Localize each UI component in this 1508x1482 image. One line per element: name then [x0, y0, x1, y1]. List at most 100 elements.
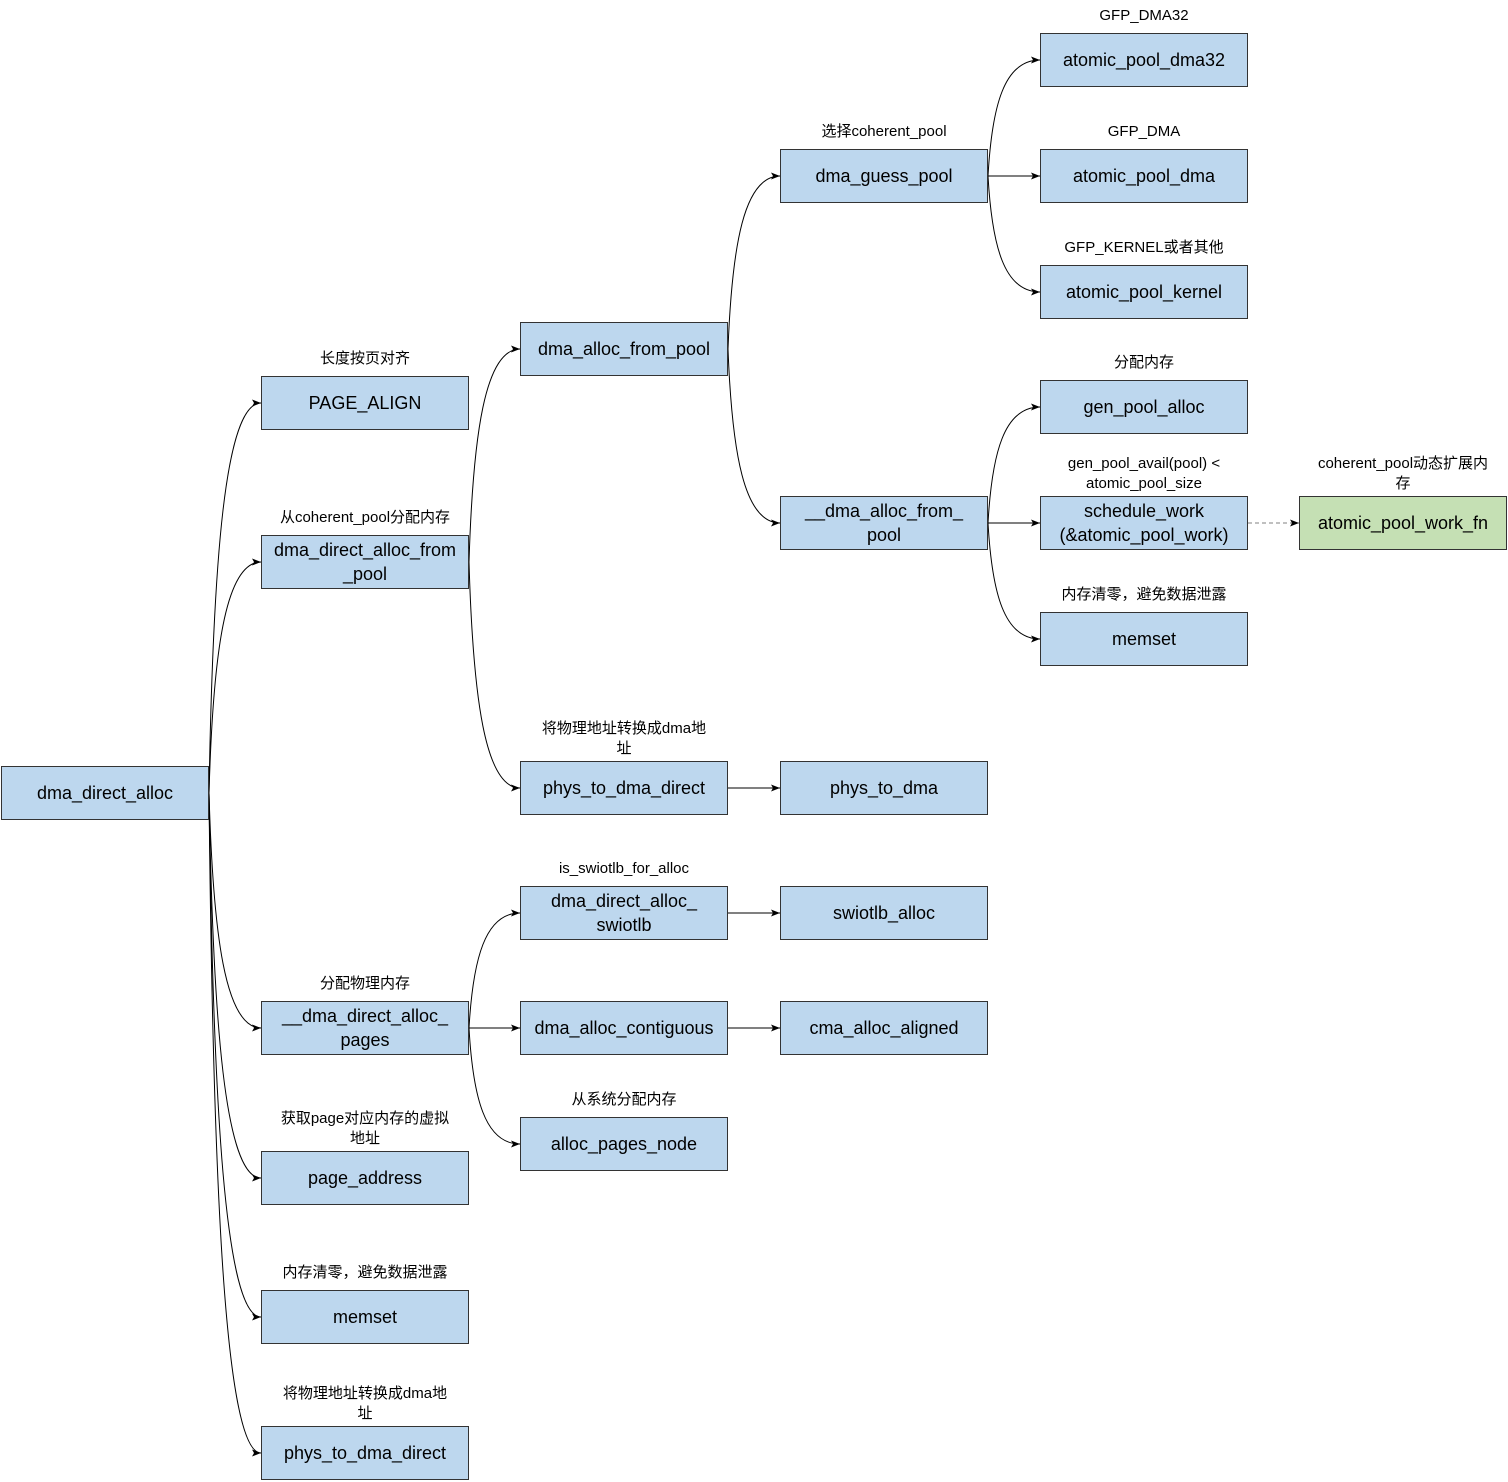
page-align-box: PAGE_ALIGN: [261, 376, 469, 430]
schedule-work-box: schedule_work (&atomic_pool_work): [1040, 496, 1248, 550]
page-address-text: page_address: [307, 1168, 423, 1188]
memset-pool-label: 内存清零，避免数据泄露: [1061, 586, 1227, 603]
memset-pool-box: memset: [1040, 612, 1248, 666]
dma-direct-alloc-pages-box: __dma_direct_alloc_ pages: [261, 1001, 469, 1055]
dma-guess-pool-text: dma_guess_pool: [815, 166, 953, 186]
memset-direct-box: memset: [261, 1290, 469, 1344]
atomic-pool-dma32-text: atomic_pool_dma32: [1062, 50, 1226, 70]
atomic-pool-kernel-box: atomic_pool_kernel: [1040, 265, 1248, 319]
edge-from-pool-to-phys-to-dma-direct: [468, 561, 521, 792]
gen-pool-alloc-box: gen_pool_alloc: [1040, 380, 1248, 434]
node-atomic-pool-kernel: GFP_KERNEL或者其他 atomic_pool_kernel: [1040, 239, 1248, 319]
node-phys-to-dma-direct-final: 将物理地址转换成dma地 址 phys_to_dma_direct: [261, 1385, 469, 1480]
node-atomic-pool-work-fn: coherent_pool动态扩展内 存 atomic_pool_work_fn: [1299, 455, 1507, 550]
atomic-pool-dma32-label: GFP_DMA32: [1099, 7, 1189, 24]
atomic-pool-dma-text: atomic_pool_dma: [1072, 166, 1216, 186]
node-schedule-work: gen_pool_avail(pool) < atomic_pool_size …: [1040, 455, 1248, 550]
node-memset-pool: 内存清零，避免数据泄露 memset: [1040, 586, 1248, 666]
edge-dma-direct-alloc-to-dma-direct-alloc-from-pool: [208, 558, 262, 794]
node-dma-alloc-from-pool: dma_alloc_from_pool: [520, 322, 728, 376]
atomic-pool-dma-box: atomic_pool_dma: [1040, 149, 1248, 203]
phys-to-dma-direct-label: 将物理地址转换成dma地 址: [541, 720, 707, 757]
atomic-pool-dma-label: GFP_DMA: [1107, 123, 1181, 140]
node-gen-pool-alloc: 分配内存 gen_pool_alloc: [1040, 354, 1248, 434]
node-inner-dma-alloc-from-pool: __dma_alloc_from_ pool: [780, 496, 988, 550]
dma-direct-alloc-swiotlb-label: is_swiotlb_for_alloc: [558, 860, 690, 877]
page-align-label: 长度按页对齐: [319, 350, 410, 367]
memset-direct-text: memset: [332, 1307, 397, 1327]
schedule-work-label: gen_pool_avail(pool) < atomic_pool_size: [1067, 455, 1221, 492]
edge-from-pool-to-dma-alloc-from-pool: [468, 345, 521, 563]
dma-alloc-from-pool-box: dma_alloc_from_pool: [520, 322, 728, 376]
node-dma-alloc-contiguous: dma_alloc_contiguous: [520, 1001, 728, 1055]
dma-direct-alloc-pages-label: 分配物理内存: [319, 975, 410, 992]
atomic-pool-kernel-label: GFP_KERNEL或者其他: [1064, 239, 1224, 256]
edge-inner-alloc-to-memset: [987, 522, 1041, 643]
page-align-text: PAGE_ALIGN: [308, 393, 422, 413]
phys-to-dma-direct-text: phys_to_dma_direct: [542, 778, 706, 798]
node-dma-direct-alloc-swiotlb: is_swiotlb_for_alloc dma_direct_alloc_ s…: [520, 860, 728, 940]
dma-direct-alloc-from-pool-label: 从coherent_pool分配内存: [279, 509, 451, 526]
swiotlb-alloc-text: swiotlb_alloc: [832, 903, 936, 923]
dma-guess-pool-label: 选择coherent_pool: [821, 123, 947, 140]
cma-alloc-aligned-box: cma_alloc_aligned: [780, 1001, 988, 1055]
node-phys-to-dma-direct: 将物理地址转换成dma地 址 phys_to_dma_direct: [520, 720, 728, 815]
node-memset-direct: 内存清零，避免数据泄露 memset: [261, 1264, 469, 1344]
node-cma-alloc-aligned: cma_alloc_aligned: [780, 1001, 988, 1055]
dma-direct-alloc-pages-text: __dma_direct_alloc_ pages: [281, 1006, 449, 1050]
dma-direct-alloc-from-pool-text: dma_direct_alloc_from _pool: [273, 540, 457, 584]
node-phys-to-dma: phys_to_dma: [780, 761, 988, 815]
edge-dma-direct-alloc-to-memset: [208, 792, 262, 1321]
phys-to-dma-text: phys_to_dma: [829, 778, 939, 798]
node-alloc-pages-node: 从系统分配内存 alloc_pages_node: [520, 1091, 728, 1171]
alloc-pages-node-label: 从系统分配内存: [571, 1091, 677, 1108]
edge-alloc-pages-to-alloc-pages-node: [468, 1027, 521, 1148]
node-swiotlb-alloc: swiotlb_alloc: [780, 886, 988, 940]
alloc-pages-node-box: alloc_pages_node: [520, 1117, 728, 1171]
edge-dma-direct-alloc-to-phys-to-dma-direct: [208, 792, 262, 1457]
node-atomic-pool-dma: GFP_DMA atomic_pool_dma: [1040, 123, 1248, 203]
node-atomic-pool-dma32: GFP_DMA32 atomic_pool_dma32: [1040, 7, 1248, 87]
atomic-pool-work-fn-text: atomic_pool_work_fn: [1317, 513, 1489, 533]
swiotlb-alloc-box: swiotlb_alloc: [780, 886, 988, 940]
phys-to-dma-direct-final-label: 将物理地址转换成dma地 址: [282, 1385, 448, 1422]
edge-dma-alloc-from-pool-to-guess-pool: [727, 172, 781, 350]
node-page-address: 获取page对应内存的虚拟 地址 page_address: [261, 1110, 469, 1205]
cma-alloc-aligned-text: cma_alloc_aligned: [809, 1018, 959, 1038]
phys-to-dma-direct-final-text: phys_to_dma_direct: [283, 1443, 447, 1463]
node-dma-guess-pool: 选择coherent_pool dma_guess_pool: [780, 123, 988, 203]
edge-inner-alloc-to-gen-pool-alloc: [987, 403, 1041, 524]
phys-to-dma-direct-final-box: phys_to_dma_direct: [261, 1426, 469, 1480]
edge-alloc-pages-to-swiotlb: [468, 909, 521, 1029]
edge-dma-direct-alloc-to-page-address: [208, 792, 262, 1182]
node-dma-direct-alloc-from-pool: 从coherent_pool分配内存 dma_direct_alloc_from…: [261, 509, 469, 589]
dma-direct-alloc-box: dma_direct_alloc: [1, 766, 209, 820]
gen-pool-alloc-label: 分配内存: [1113, 354, 1174, 371]
atomic-pool-work-fn-label: coherent_pool动态扩展内 存: [1317, 455, 1489, 492]
atomic-pool-work-fn-box: atomic_pool_work_fn: [1299, 496, 1507, 550]
dma-direct-alloc-swiotlb-text: dma_direct_alloc_ swiotlb: [550, 891, 698, 935]
atomic-pool-kernel-text: atomic_pool_kernel: [1065, 282, 1223, 302]
page-address-box: page_address: [261, 1151, 469, 1205]
edge-dma-direct-alloc-to-page-align: [208, 399, 262, 794]
page-address-label: 获取page对应内存的虚拟 地址: [280, 1110, 450, 1147]
memset-pool-text: memset: [1111, 629, 1176, 649]
edge-dma-alloc-from-pool-to-inner-alloc: [727, 348, 781, 527]
inner-dma-alloc-from-pool-box: __dma_alloc_from_ pool: [780, 496, 988, 550]
node-dma-direct-alloc-pages: 分配物理内存 __dma_direct_alloc_ pages: [261, 975, 469, 1055]
edge-guess-pool-to-dma32: [987, 56, 1041, 177]
dma-guess-pool-box: dma_guess_pool: [780, 149, 988, 203]
dma-direct-alloc-text: dma_direct_alloc: [36, 783, 174, 803]
dma-alloc-contiguous-text: dma_alloc_contiguous: [534, 1018, 714, 1038]
edge-dma-direct-alloc-to-dma-direct-alloc-pages: [208, 792, 262, 1032]
dma-alloc-from-pool-text: dma_alloc_from_pool: [537, 339, 711, 359]
phys-to-dma-box: phys_to_dma: [780, 761, 988, 815]
dma-direct-alloc-swiotlb-box: dma_direct_alloc_ swiotlb: [520, 886, 728, 940]
alloc-pages-node-text: alloc_pages_node: [550, 1134, 698, 1154]
gen-pool-alloc-text: gen_pool_alloc: [1083, 397, 1205, 417]
dma-direct-alloc-from-pool-box: dma_direct_alloc_from _pool: [261, 535, 469, 589]
atomic-pool-dma32-box: atomic_pool_dma32: [1040, 33, 1248, 87]
inner-dma-alloc-from-pool-text: __dma_alloc_from_ pool: [804, 501, 964, 545]
